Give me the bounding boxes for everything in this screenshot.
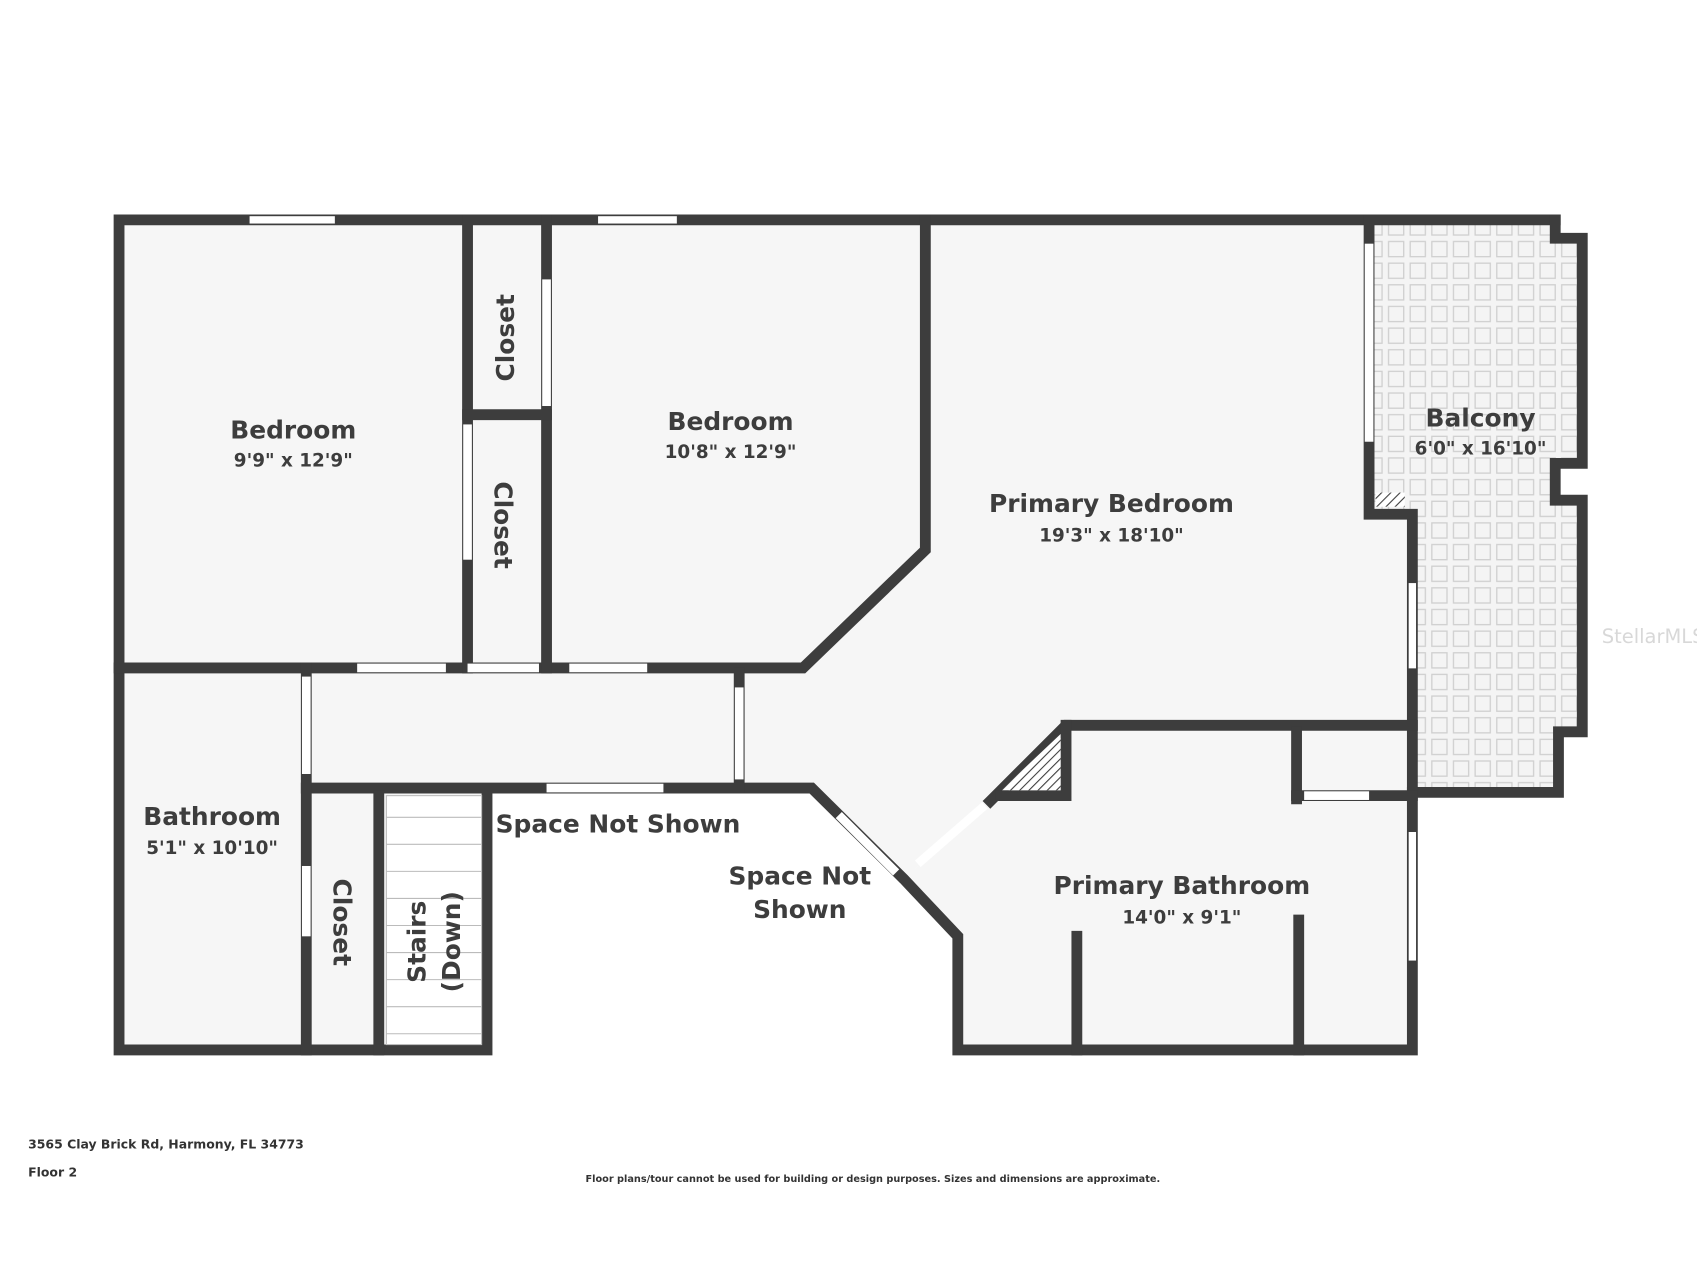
closet-label-3: Closet (327, 879, 356, 967)
watermark: StellarMLS (1602, 625, 1697, 648)
room-dims-primary-bathroom: 14'0" x 9'1" (1122, 907, 1241, 928)
floor-label: Floor 2 (28, 1165, 77, 1180)
room-dims-primary-bedroom: 19'3" x 18'10" (1039, 525, 1184, 546)
room-name-primary-bedroom: Primary Bedroom (989, 489, 1234, 518)
closet-label-1: Closet (491, 294, 520, 382)
room-dims-bathroom: 5'1" x 10'10" (146, 838, 278, 859)
room-name-bedroom: Bedroom (230, 415, 356, 444)
room-dims-bedroom-2: 10'8" x 12'9" (665, 442, 797, 463)
stairs-label-1: Stairs (402, 901, 431, 983)
closet-label-2: Closet (489, 481, 518, 569)
room-name-balcony: Balcony (1426, 404, 1536, 433)
space-not-shown-label: Space Not Shown (496, 809, 741, 838)
room-name-bedroom-2: Bedroom (668, 407, 794, 436)
stairs (385, 795, 483, 1046)
room-dims-bedroom: 9'9" x 12'9" (234, 451, 353, 472)
disclaimer: Floor plans/tour cannot be used for buil… (586, 1174, 1161, 1185)
room-name-bathroom: Bathroom (143, 802, 281, 831)
address: 3565 Clay Brick Rd, Harmony, FL 34773 (28, 1136, 304, 1151)
space-not-shown-label-2b: Shown (753, 895, 846, 924)
room-dims-balcony: 6'0" x 16'10" (1415, 439, 1547, 460)
balcony-tiles (1374, 219, 1583, 793)
openings (248, 214, 1418, 962)
space-not-shown-label-2a: Space Not (729, 861, 872, 890)
stairs-label-2: (Down) (437, 891, 466, 992)
room-name-primary-bathroom: Primary Bathroom (1054, 871, 1311, 900)
